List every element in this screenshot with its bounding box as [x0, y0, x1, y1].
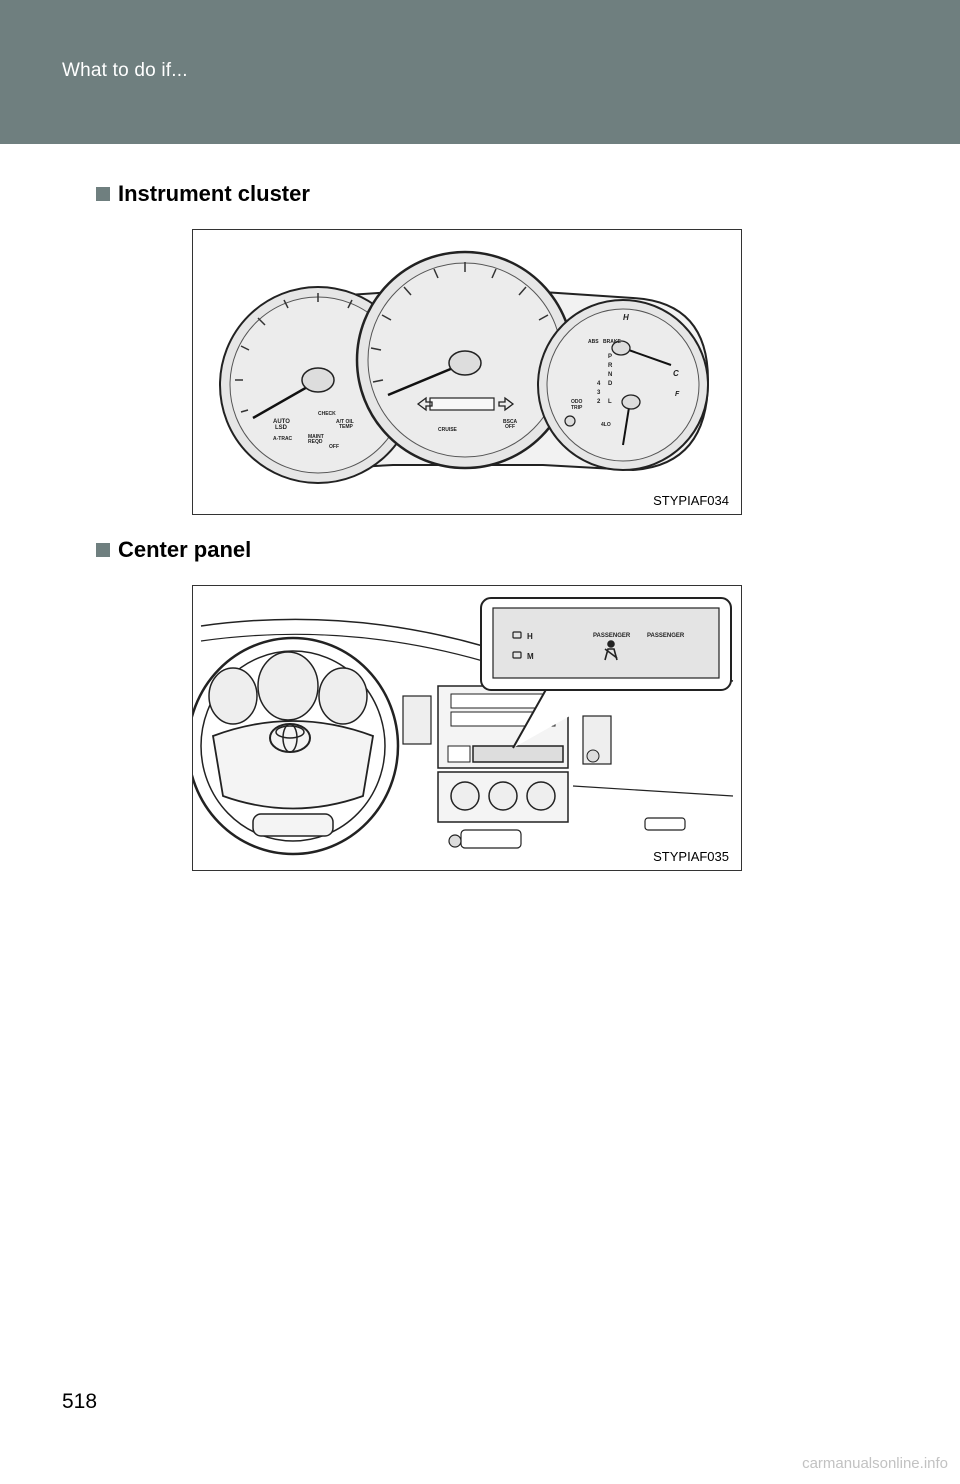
combination-gauge: ABS BRAKE P R N D 4 3 2 L ODO TRIP 4LO H… [537, 299, 709, 471]
seatbelt-icon [604, 640, 618, 661]
fuel-f-label: F [675, 391, 680, 398]
gear-r: R [608, 363, 613, 369]
passenger-label-1: PASSENGER [593, 633, 631, 639]
header-band: What to do if... [0, 0, 960, 144]
m-label: M [527, 652, 534, 661]
left-turn-signal-icon [416, 396, 433, 412]
odo-label-2: TRIP [571, 405, 583, 411]
odo-label-1: ODO [571, 399, 583, 405]
temp-h-label: H [623, 313, 629, 322]
gear-d: D [608, 381, 613, 387]
maint-label-2: REQD [308, 439, 323, 445]
steering-wheel [193, 636, 400, 856]
section-heading-text: Instrument cluster [118, 181, 310, 206]
square-bullet-icon [96, 543, 110, 557]
center-panel-illustration: H M PASSENGER PASSENGER [193, 597, 734, 856]
bsca-label-2: OFF [505, 424, 515, 430]
a-trac-label: A-TRAC [273, 436, 293, 442]
climate-knob-right [526, 781, 556, 811]
instrument-cluster-illustration: CHECK AUTO LSD A/T OIL TEMP A-TRAC MAINT… [219, 250, 710, 484]
at-oil-label-2: TEMP [339, 424, 354, 430]
climate-knob-left [450, 781, 480, 811]
square-bullet-icon [96, 187, 110, 201]
gear-n: N [608, 372, 612, 378]
passenger-label-2: PASSENGER [647, 633, 685, 639]
h-label: H [527, 632, 533, 641]
off-label: OFF [329, 444, 339, 450]
check-label: CHECK [318, 411, 336, 417]
gear-3: 3 [597, 390, 601, 396]
maint-label-1: MAINT [308, 434, 324, 440]
section-heading-instrument-cluster: Instrument cluster [96, 181, 310, 207]
gear-2: 2 [597, 399, 601, 405]
brake-label: BRAKE [603, 339, 621, 345]
auto-lsd-label-2: LSD [275, 425, 288, 431]
section-heading-center-panel: Center panel [96, 537, 251, 563]
center-panel-figure: H M PASSENGER PASSENGER STYPIAF035 [192, 585, 742, 871]
gear-4: 4 [597, 381, 601, 387]
header-title: What to do if... [62, 60, 188, 81]
section-heading-text: Center panel [118, 537, 252, 562]
passenger-airbag-indicator-callout: H M PASSENGER PASSENGER [480, 597, 732, 691]
odo-trip-knob [564, 415, 576, 427]
climate-knob-center [488, 781, 518, 811]
figure-code: STYPIAF034 [653, 493, 729, 508]
page-number: 518 [62, 1390, 98, 1413]
gear-p: P [608, 354, 612, 360]
air-vent-left [402, 695, 432, 745]
at-oil-label-1: A/T OIL [336, 419, 354, 425]
temp-c-label: C [673, 369, 679, 378]
instrument-cluster-figure: CHECK AUTO LSD A/T OIL TEMP A-TRAC MAINT… [192, 229, 742, 515]
right-turn-signal-icon [498, 396, 515, 412]
figure-code: STYPIAF035 [653, 849, 729, 864]
speedometer-gauge: CRUISE BSCA OFF [355, 250, 575, 470]
gear-l: L [608, 399, 612, 405]
watermark: carmanualsonline.info [802, 1455, 948, 1472]
cruise-label: CRUISE [438, 427, 458, 433]
bsca-label-1: BSCA [503, 419, 518, 425]
abs-label: ABS [588, 339, 599, 345]
four-lo-label: 4LO [601, 422, 611, 428]
auto-lsd-label-1: AUTO [273, 419, 290, 425]
